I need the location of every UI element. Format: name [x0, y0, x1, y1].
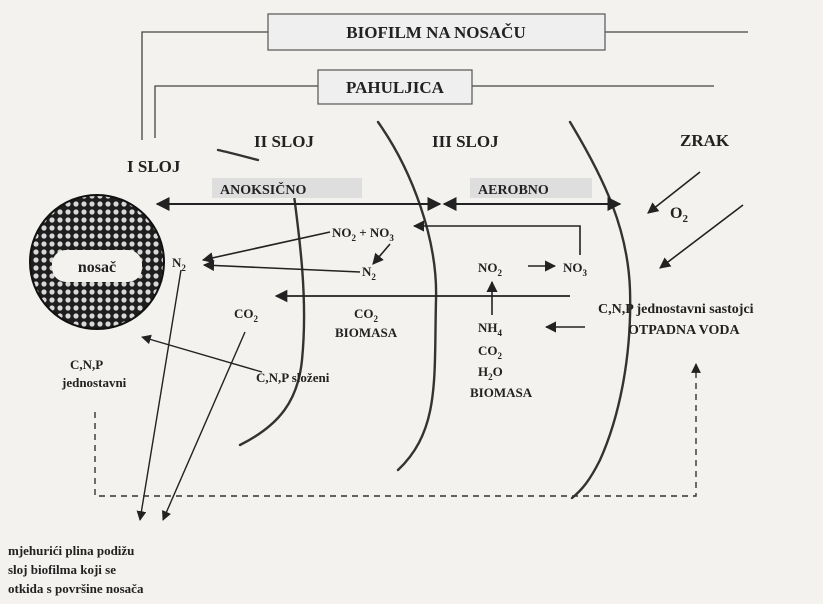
carrier-label: nosač	[78, 259, 116, 276]
boundary-pahuljica-top	[216, 148, 260, 162]
no3-right-label: NO3	[563, 260, 588, 278]
boundary-outer	[568, 120, 632, 500]
boundary-layer-2	[238, 178, 306, 447]
air-arrow-2	[659, 204, 744, 269]
co2-biomass-biomasa: BIOMASA	[335, 325, 398, 340]
arrow-n2mid-to-n2	[202, 259, 361, 273]
pahuljica-title: PAHULJICA	[346, 78, 445, 97]
arrow-complex-to-simple	[141, 334, 263, 373]
arrow-n2-gas-down	[136, 269, 182, 521]
biofilm-box: BIOFILM NA NOSAČU	[267, 13, 606, 51]
complex-cnp-label: C,N,P složeni	[256, 370, 330, 385]
biomasa-stack-label: BIOMASA	[470, 385, 533, 400]
simple-cnp-label-2: jednostavni	[61, 375, 127, 390]
anoxic-zone-band	[212, 178, 362, 198]
pahuljica-bracket	[154, 85, 714, 138]
layer-2-label: II SLOJ	[254, 132, 314, 151]
pahuljica-box: PAHULJICA	[317, 69, 473, 105]
arrow-no2no3-to-n2mid	[372, 243, 391, 265]
boundary-layer-3	[376, 120, 438, 472]
n2-left-label: N2	[172, 255, 186, 273]
air-arrow-1	[647, 171, 701, 214]
biofilm-bracket	[141, 31, 748, 140]
o2-label: O2	[670, 205, 688, 225]
carrier: nosač	[29, 194, 165, 330]
simple-components-label: C,N,P jednostavni sastojci	[598, 302, 754, 317]
aerobic-label: AEROBNO	[478, 183, 549, 198]
co2-stack-label: CO2	[478, 343, 503, 361]
dashed-recycle-arrow	[94, 363, 701, 497]
layer-boundaries	[216, 120, 632, 500]
layer-1-label: I SLOJ	[127, 157, 181, 176]
aerobic-zone-band	[470, 178, 592, 198]
waste-water-label: OTPADNA VODA	[628, 323, 740, 338]
anoxic-label: ANOKSIČNO	[220, 181, 306, 198]
nh4-label: NH4	[478, 320, 503, 338]
no2-right-label: NO2	[478, 260, 503, 278]
air-label: ZRAK	[680, 131, 730, 150]
bubbles-caption-1: mjehurići plina podižu	[8, 543, 134, 558]
layer-3-label: III SLOJ	[432, 132, 499, 151]
arrow-co2-gas-down	[162, 331, 246, 521]
arrow-no3-back	[412, 220, 581, 255]
n2-mid-label: N2	[362, 264, 376, 282]
co2-left-label: CO2	[234, 306, 259, 324]
arrow-no2no3-to-n2	[201, 231, 331, 264]
biofilm-title: BIOFILM NA NOSAČU	[346, 23, 525, 42]
bubbles-caption-2: sloj biofilma koji se	[8, 562, 116, 577]
simple-cnp-label-1: C,N,P	[70, 357, 103, 372]
no2-no3-label: NO2 + NO3	[332, 225, 394, 243]
co2-biomass-co2: CO2	[354, 306, 379, 324]
h2o-label: H2O	[478, 364, 503, 382]
bubbles-caption-3: otkida s površine nosača	[8, 581, 144, 596]
